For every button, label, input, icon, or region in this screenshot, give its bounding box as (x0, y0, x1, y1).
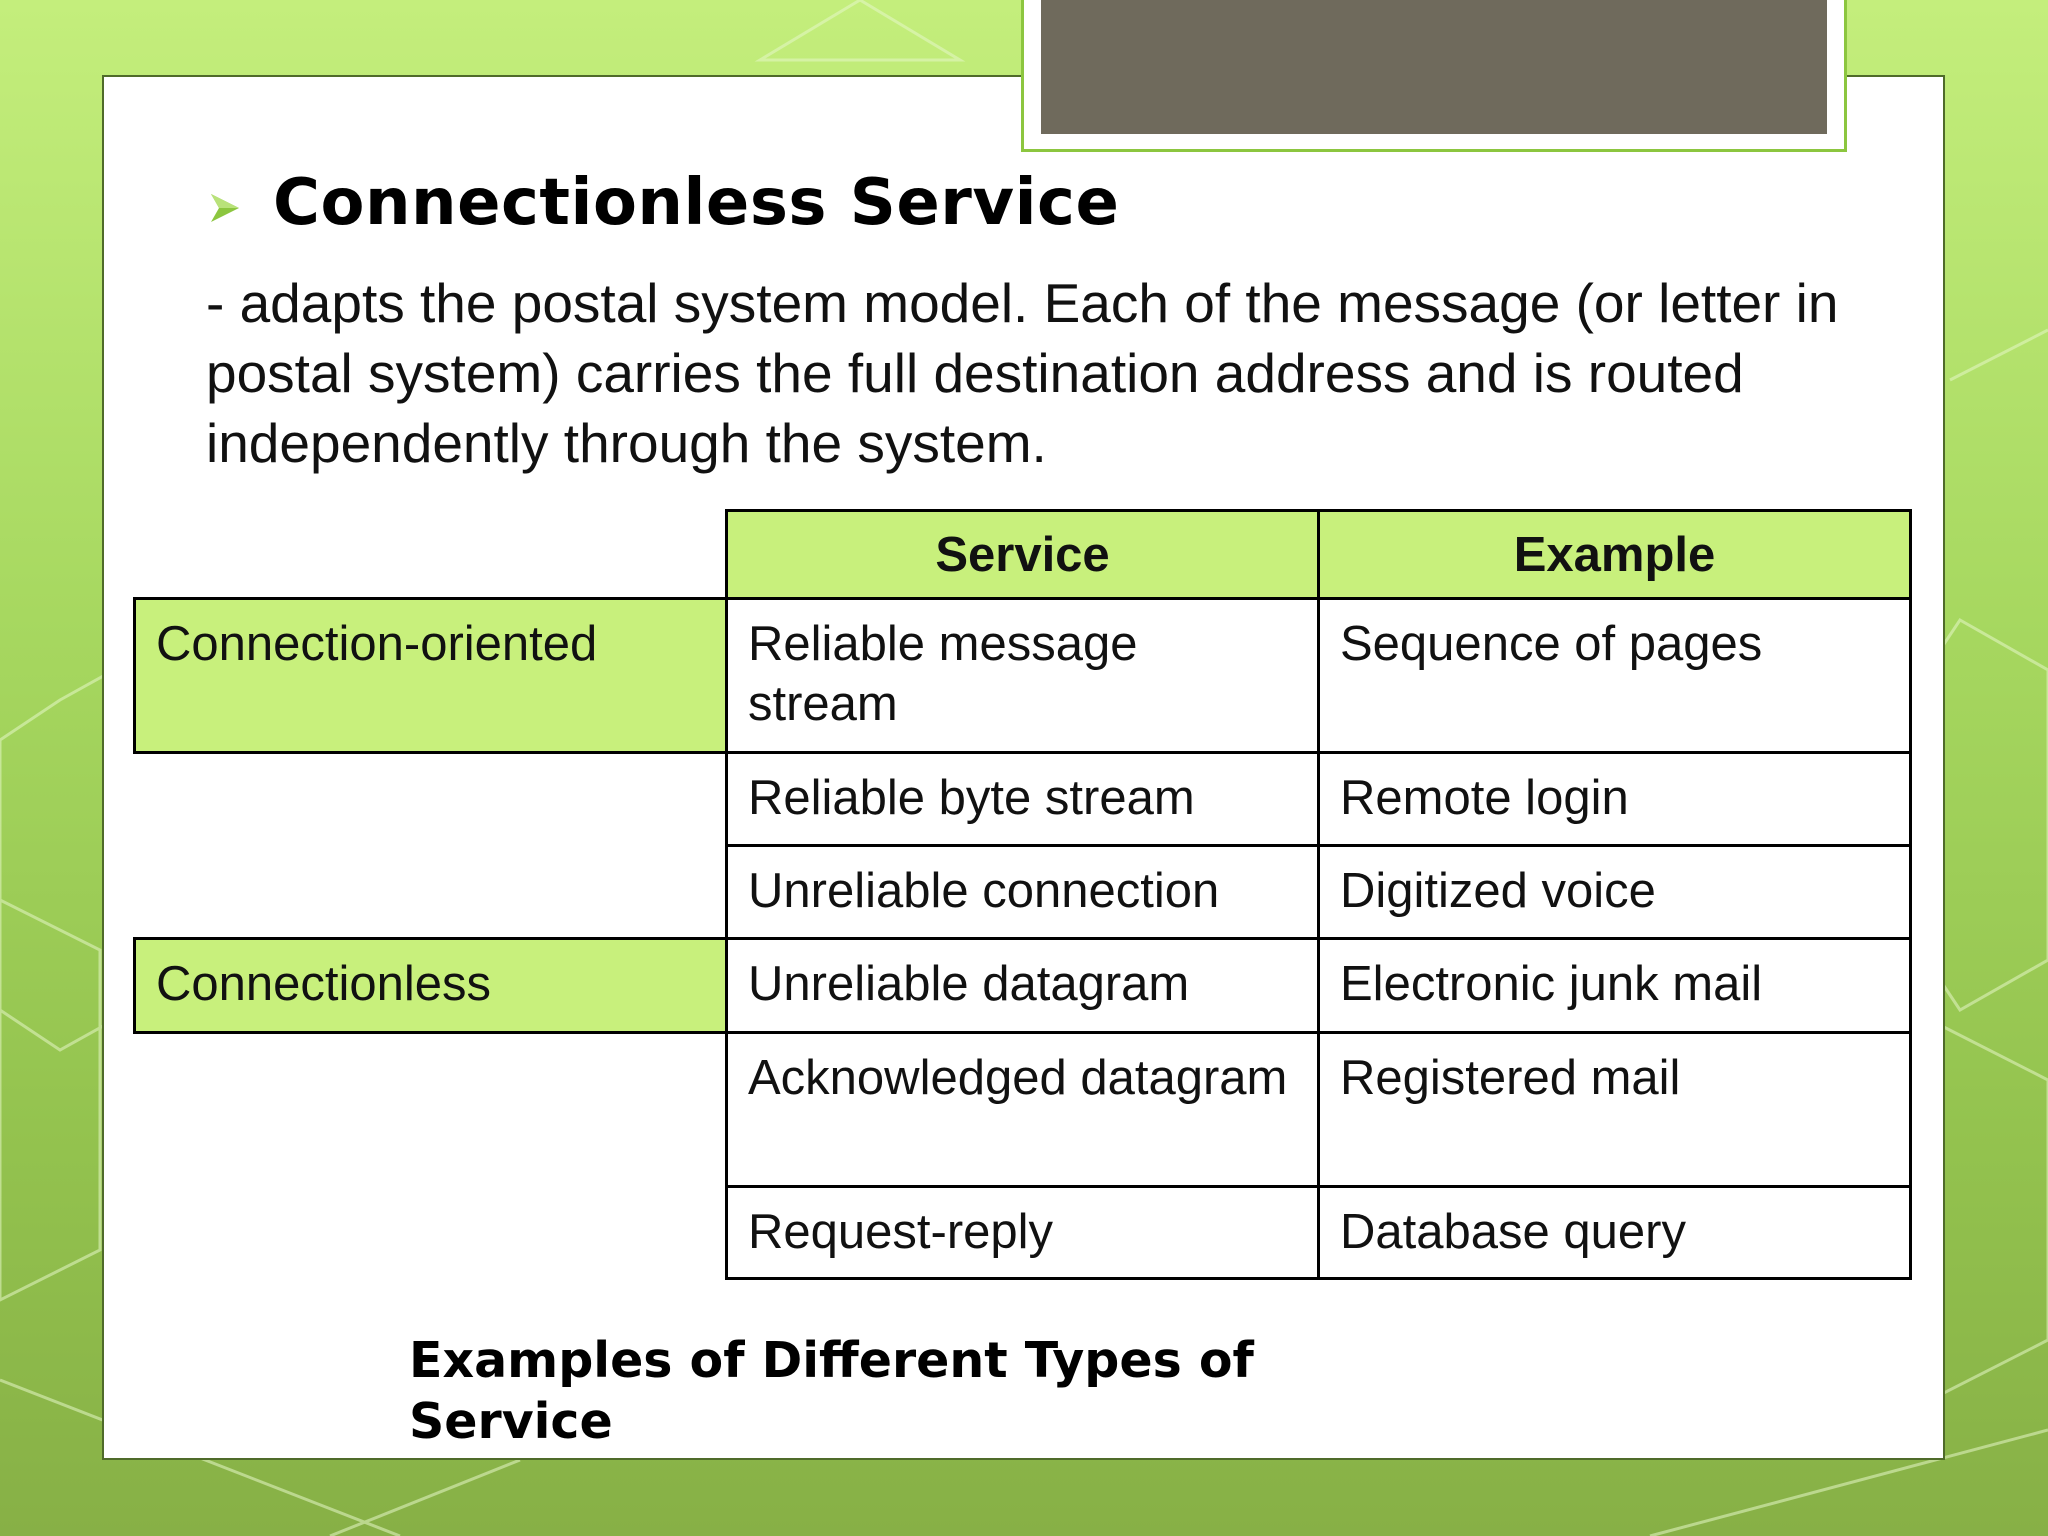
table-empty-corner-cell (134, 510, 728, 600)
table-row: Unreliable connection Digitized voice (135, 844, 1912, 940)
example-cell: Electronic junk mail (1317, 937, 1912, 1034)
table-empty-cell (135, 1187, 727, 1279)
service-cell: Reliable message stream (725, 597, 1320, 754)
example-cell: Registered mail (1317, 1031, 1912, 1188)
example-cell: Digitized voice (1317, 844, 1912, 940)
category-cell-connection-oriented: Connection-oriented (133, 597, 728, 754)
table-empty-cell (135, 1033, 727, 1187)
column-header-example: Example (1317, 509, 1912, 600)
service-cell: Acknowledged datagram (725, 1031, 1320, 1188)
service-cell: Request-reply (725, 1185, 1320, 1280)
service-cell: Unreliable datagram (725, 937, 1320, 1034)
slide-heading: Connectionless Service (207, 158, 1119, 248)
table-empty-cell (135, 846, 727, 939)
table-row: Request-reply Database query (135, 1185, 1912, 1280)
table-row: Connection-oriented Reliable message str… (133, 597, 1912, 754)
description-paragraph: - adapts the postal system model. Each o… (206, 272, 1839, 474)
table-row: Reliable byte stream Remote login (135, 751, 1912, 847)
example-cell: Sequence of pages (1317, 597, 1912, 754)
arrowhead-bullet-icon (211, 194, 239, 222)
example-cell: Remote login (1317, 751, 1912, 847)
heading-text: Connectionless Service (273, 166, 1120, 240)
service-cell: Unreliable connection (725, 844, 1320, 940)
title-placeholder-block (1041, 0, 1827, 134)
table-caption: Examples of Different Types of Service (409, 1332, 1254, 1450)
example-cell: Database query (1317, 1185, 1912, 1280)
column-header-service: Service (725, 509, 1320, 600)
table-empty-cell (135, 753, 727, 846)
service-cell: Reliable byte stream (725, 751, 1320, 847)
category-cell-connectionless: Connectionless (133, 937, 728, 1034)
table-header-row: Service Example (134, 509, 1912, 600)
service-types-table: Service Example Connection-oriented Reli… (133, 509, 1912, 1280)
table-row: Acknowledged datagram Registered mail (135, 1031, 1912, 1188)
table-row: Connectionless Unreliable datagram Elect… (133, 937, 1912, 1034)
